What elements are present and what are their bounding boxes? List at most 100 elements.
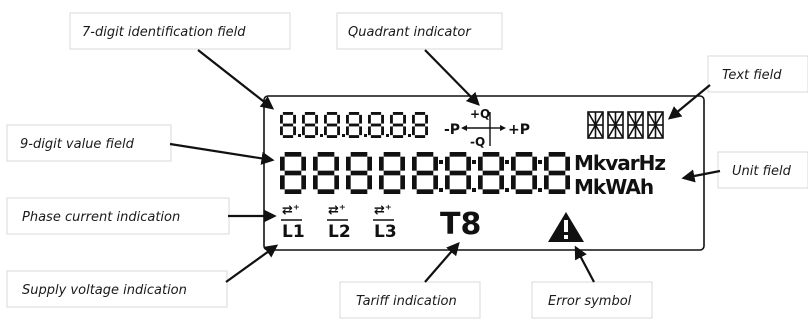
id-digit-segment [392, 123, 404, 127]
callout-quadrant-label: Quadrant indicator [348, 25, 472, 40]
value-digit-segment [280, 156, 285, 171]
callout-identification-box [69, 12, 291, 50]
callout-tariff-label: Tariff indication [356, 294, 457, 309]
callout-error: Error symbol [531, 281, 653, 319]
callout-error-box [531, 281, 653, 319]
id-digit [346, 112, 362, 138]
value-digit-segment [334, 175, 339, 190]
id-decimal-point [364, 134, 367, 137]
phase-current-indicators: ⇄⁺ L1 ⇄⁺ L2 ⇄⁺ L3 [281, 203, 397, 242]
warning-exclamation-bar [564, 220, 568, 232]
value-digit-segment [284, 152, 302, 157]
value-digit-segment [412, 156, 417, 171]
callout-quadrant: Quadrant indicator [336, 12, 503, 50]
quadrant-indicator: -P +P +Q -Q [444, 107, 530, 149]
id-digit-segment [293, 114, 296, 124]
id-digit-segment [304, 112, 316, 115]
id-digit [324, 112, 340, 138]
unit-top: MkvarHz [574, 151, 665, 175]
value-digit-segment [383, 170, 401, 176]
id-digit [368, 112, 384, 138]
value-digit [346, 152, 372, 194]
value-digit-segment [466, 156, 471, 171]
phase-l2: ⇄⁺ L2 [327, 203, 351, 242]
error-symbol [548, 212, 584, 242]
value-decimal-point [439, 188, 443, 192]
value-digit-segment [400, 175, 405, 190]
id-digit-segment [293, 126, 296, 136]
id-digit-segment [302, 114, 305, 124]
text-field [587, 111, 664, 139]
callout-unit-field-box [717, 151, 808, 189]
id-digit-segment [282, 123, 294, 127]
text-field-cell [627, 111, 644, 139]
value-digit [511, 152, 537, 194]
value-digit-segment [544, 175, 549, 190]
value-digit-segment [478, 156, 483, 171]
value-decimal-point [505, 188, 509, 192]
value-digit-segment [379, 175, 384, 190]
value-digit-segment [301, 156, 306, 171]
callout-value-field-label: 9-digit value field [20, 137, 135, 152]
value-digit-segment [466, 175, 471, 190]
callout-supply-voltage-box [6, 270, 228, 308]
arrow-error [574, 245, 595, 283]
id-digit-segment [390, 114, 393, 124]
callout-value-field-box [6, 124, 172, 162]
arrow-unit-field [681, 169, 721, 183]
id-digit-segment [359, 126, 362, 136]
id-digit-segment [348, 135, 360, 138]
id-digit-segment [392, 135, 404, 138]
value-digit-segment [482, 189, 500, 194]
arrow-value-field [169, 142, 275, 165]
value-digit-segment [482, 152, 500, 157]
id-digit-segment [403, 126, 406, 136]
value-digit-segment [515, 152, 533, 157]
id-digit-segment [348, 112, 360, 115]
phase-l3: ⇄⁺ L3 [373, 203, 397, 242]
value-digit-segment [284, 170, 302, 176]
value-digit-segment [383, 152, 401, 157]
id-digit-segment [414, 135, 426, 138]
phase-l1-label: L1 [282, 222, 305, 242]
value-digit-segment [416, 189, 434, 194]
value-digit-segment [367, 156, 372, 171]
callout-identification-label: 7-digit identification field [82, 25, 246, 40]
callout-unit-field-label: Unit field [732, 164, 792, 179]
value-digit [445, 152, 471, 194]
quadrant-minus-p: -P [444, 122, 460, 138]
id-digit-segment [414, 123, 426, 127]
value-digit-segment [416, 170, 434, 176]
value-digit-segment [383, 189, 401, 194]
id-digit-segment [370, 112, 382, 115]
text-field-cell [607, 111, 624, 139]
phase-l3-arrows-icon: ⇄⁺ [374, 203, 392, 218]
id-digit-segment [348, 123, 360, 127]
value-digit-segment [482, 170, 500, 176]
value-digit-segment [445, 175, 450, 190]
callout-phase-current-label: Phase current indication [22, 210, 180, 225]
id-digit-segment [346, 114, 349, 124]
callout-phase-current: Phase current indication [6, 197, 230, 235]
value-digit-segment [350, 189, 368, 194]
value-colon-dot [439, 160, 443, 164]
value-digit-segment [548, 152, 566, 157]
id-digit-segment [368, 126, 371, 136]
phase-l2-label: L2 [328, 222, 351, 242]
value-digit-segment [449, 170, 467, 176]
callout-error-label: Error symbol [548, 294, 632, 309]
value-digit-segment [544, 156, 549, 171]
phase-l1: ⇄⁺ L1 [281, 203, 305, 242]
id-digit-segment [326, 112, 338, 115]
callout-tariff-box [339, 281, 481, 319]
value-digit-segment [548, 189, 566, 194]
callout-tariff: Tariff indication [339, 281, 481, 319]
id-digit-segment [282, 135, 294, 138]
unit-bottom: MkWAh [574, 175, 653, 199]
id-decimal-point [386, 134, 389, 137]
id-digit-segment [381, 126, 384, 136]
value-digit-segment [449, 189, 467, 194]
value-digit-segment [532, 175, 537, 190]
value-digit-segment [400, 156, 405, 171]
